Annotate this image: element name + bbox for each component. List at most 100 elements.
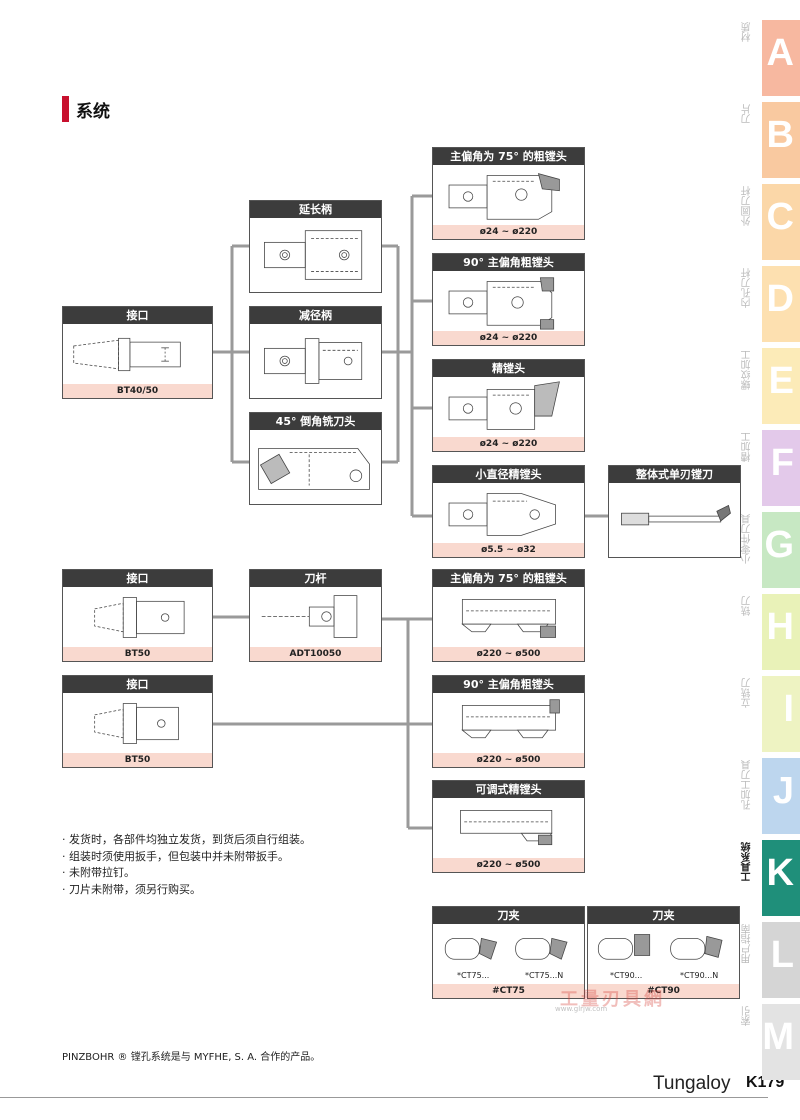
ct90-cartridge-drawing <box>588 925 739 984</box>
adjustable-head-drawing <box>433 799 584 858</box>
bt50-shank-drawing <box>63 588 212 647</box>
reducer-shank-drawing <box>250 325 381 398</box>
section-tab[interactable]: M 索引 <box>742 1004 800 1080</box>
section-tab[interactable]: I 立铣刀 <box>742 676 800 752</box>
section-tab[interactable]: J 孔加工刀具 <box>742 758 800 834</box>
notes-list: · 发货时，各部件均独立发货，到货后须自行组装。 · 组装时须使用扳手，但包装中… <box>62 832 311 898</box>
chamfer-mill-head-box[interactable]: 45° 倒角铣刀头 <box>249 412 382 505</box>
box-title: 接口 <box>63 676 212 693</box>
extension-shank-box[interactable]: 延长柄 <box>249 200 382 293</box>
tab-letter: L <box>770 934 794 976</box>
box-title: 可调式精镗头 <box>433 781 584 798</box>
box-title: 小直径精镗头 <box>433 466 584 483</box>
section-tab[interactable]: H 铣刀 <box>742 594 800 670</box>
tab-letter: C <box>766 196 794 238</box>
small-dia-fine-boring-head-box[interactable]: 小直径精镗头 ø5.5 ~ ø32 <box>432 465 585 558</box>
tab-letter: I <box>783 688 794 730</box>
box-title: 45° 倒角铣刀头 <box>250 413 381 430</box>
tab-label: 材质 <box>742 22 753 42</box>
section-tab[interactable]: K 工具系统 <box>742 840 800 916</box>
ct75-cartridge-drawing <box>433 925 584 984</box>
tab-label: 小零件刀具 <box>742 514 753 564</box>
tab-letter: K <box>766 852 794 894</box>
box-title: 刀夹 <box>588 907 739 924</box>
small-dia-head-drawing <box>433 484 584 543</box>
tab-label: 刀片 <box>742 104 753 124</box>
tab-label: 索引 <box>742 1006 753 1026</box>
chamfer-head-drawing <box>250 431 381 504</box>
box-title: 接口 <box>63 570 212 587</box>
tab-label: 孔加工刀具 <box>742 760 753 810</box>
fine-boring-head-drawing <box>433 378 584 437</box>
section-tab[interactable]: A 材质 <box>742 20 800 96</box>
box-footer: BT40/50 <box>63 384 212 398</box>
tab-label: 铣刀 <box>742 596 753 616</box>
rough-boring-head-90-box[interactable]: 90° 主偏角粗镗头 ø24 ~ ø220 <box>432 253 585 346</box>
tab-letter: M <box>762 1016 794 1058</box>
cartridge-ct90-box[interactable]: 刀夹 *CT90... *CT90...N #CT90 <box>587 906 740 999</box>
box-title: 精镗头 <box>433 360 584 377</box>
interface-bt50-box-a[interactable]: 接口 BT50 <box>62 569 213 662</box>
section-tab[interactable]: L 用户指南 <box>742 922 800 998</box>
large-rough-boring-head-90-box[interactable]: 90° 主偏角粗镗头 ø220 ~ ø500 <box>432 675 585 768</box>
adjustable-fine-boring-head-box[interactable]: 可调式精镗头 ø220 ~ ø500 <box>432 780 585 873</box>
ct90-right-caption: *CT90...N <box>680 971 719 980</box>
tab-letter: F <box>770 442 794 484</box>
note-item: · 刀片未附带，须另行购买。 <box>62 882 201 896</box>
box-footer: ADT10050 <box>250 647 381 661</box>
box-title: 主偏角为 75° 的粗镗头 <box>433 570 584 587</box>
rough-boring-head-drawing <box>433 166 584 225</box>
box-title: 刀杆 <box>250 570 381 587</box>
box-footer: BT50 <box>63 753 212 767</box>
box-title: 主偏角为 75° 的粗镗头 <box>433 148 584 165</box>
fine-boring-head-box[interactable]: 精镗头 ø24 ~ ø220 <box>432 359 585 452</box>
section-tab[interactable]: G 小零件刀具 <box>742 512 800 588</box>
cartridge-ct75-box[interactable]: 刀夹 *CT75... *CT75...N #CT75 <box>432 906 585 999</box>
box-footer: ø24 ~ ø220 <box>433 331 584 345</box>
tab-label: 螺纹加工 <box>742 350 753 390</box>
tab-letter: B <box>766 114 794 156</box>
bt-shank-drawing <box>63 325 212 384</box>
box-title: 整体式单刃镗刀 <box>609 466 740 483</box>
brand-name: Tungaloy <box>653 1073 731 1094</box>
solid-single-edge-bar-box[interactable]: 整体式单刃镗刀 <box>608 465 741 558</box>
boring-bar-drawing <box>609 484 740 557</box>
box-footer: #CT75 <box>433 984 584 998</box>
interface-bt50-box-b[interactable]: 接口 BT50 <box>62 675 213 768</box>
large-rough-boring-head-75-box[interactable]: 主偏角为 75° 的粗镗头 ø220 ~ ø500 <box>432 569 585 662</box>
page-title: 系统 <box>76 102 110 122</box>
reducer-shank-box[interactable]: 减径柄 <box>249 306 382 399</box>
tab-letter: J <box>772 770 794 812</box>
box-footer: #CT90 <box>588 984 739 998</box>
watermark-url: www.glrjw.com <box>555 1005 608 1013</box>
box-title: 90° 主偏角粗镗头 <box>433 676 584 693</box>
large-90-head-drawing <box>433 694 584 753</box>
box-footer: ø24 ~ ø220 <box>433 225 584 239</box>
note-item: · 未附带拉钉。 <box>62 866 135 879</box>
tab-label: 用户指南 <box>742 924 753 964</box>
tab-label: 立铣刀 <box>742 678 753 708</box>
section-tab[interactable]: C 外圆刀杆 <box>742 184 800 260</box>
extension-shank-drawing <box>250 219 381 292</box>
tab-label: 工具系统 <box>742 842 753 882</box>
interface-bt40-50-box[interactable]: 接口 BT40/50 <box>62 306 213 399</box>
tab-letter: E <box>768 360 794 402</box>
rough-boring-head-75-box[interactable]: 主偏角为 75° 的粗镗头 ø24 ~ ø220 <box>432 147 585 240</box>
box-footer: ø5.5 ~ ø32 <box>433 543 584 557</box>
title-accent-bar <box>62 96 69 122</box>
box-title: 90° 主偏角粗镗头 <box>433 254 584 271</box>
tab-label: 外圆刀杆 <box>742 186 753 226</box>
section-tab[interactable]: E 螺纹加工 <box>742 348 800 424</box>
tab-letter: G <box>764 524 794 566</box>
tab-label: 内孔刀杆 <box>742 268 753 308</box>
tab-letter: H <box>766 606 794 648</box>
tab-letter: A <box>766 32 794 74</box>
tool-shank-adt-box[interactable]: 刀杆 ADT10050 <box>249 569 382 662</box>
section-tab[interactable]: B 刀片 <box>742 102 800 178</box>
rough-boring-head-90-drawing <box>433 272 584 331</box>
box-footer: BT50 <box>63 647 212 661</box>
large-75-head-drawing <box>433 588 584 647</box>
